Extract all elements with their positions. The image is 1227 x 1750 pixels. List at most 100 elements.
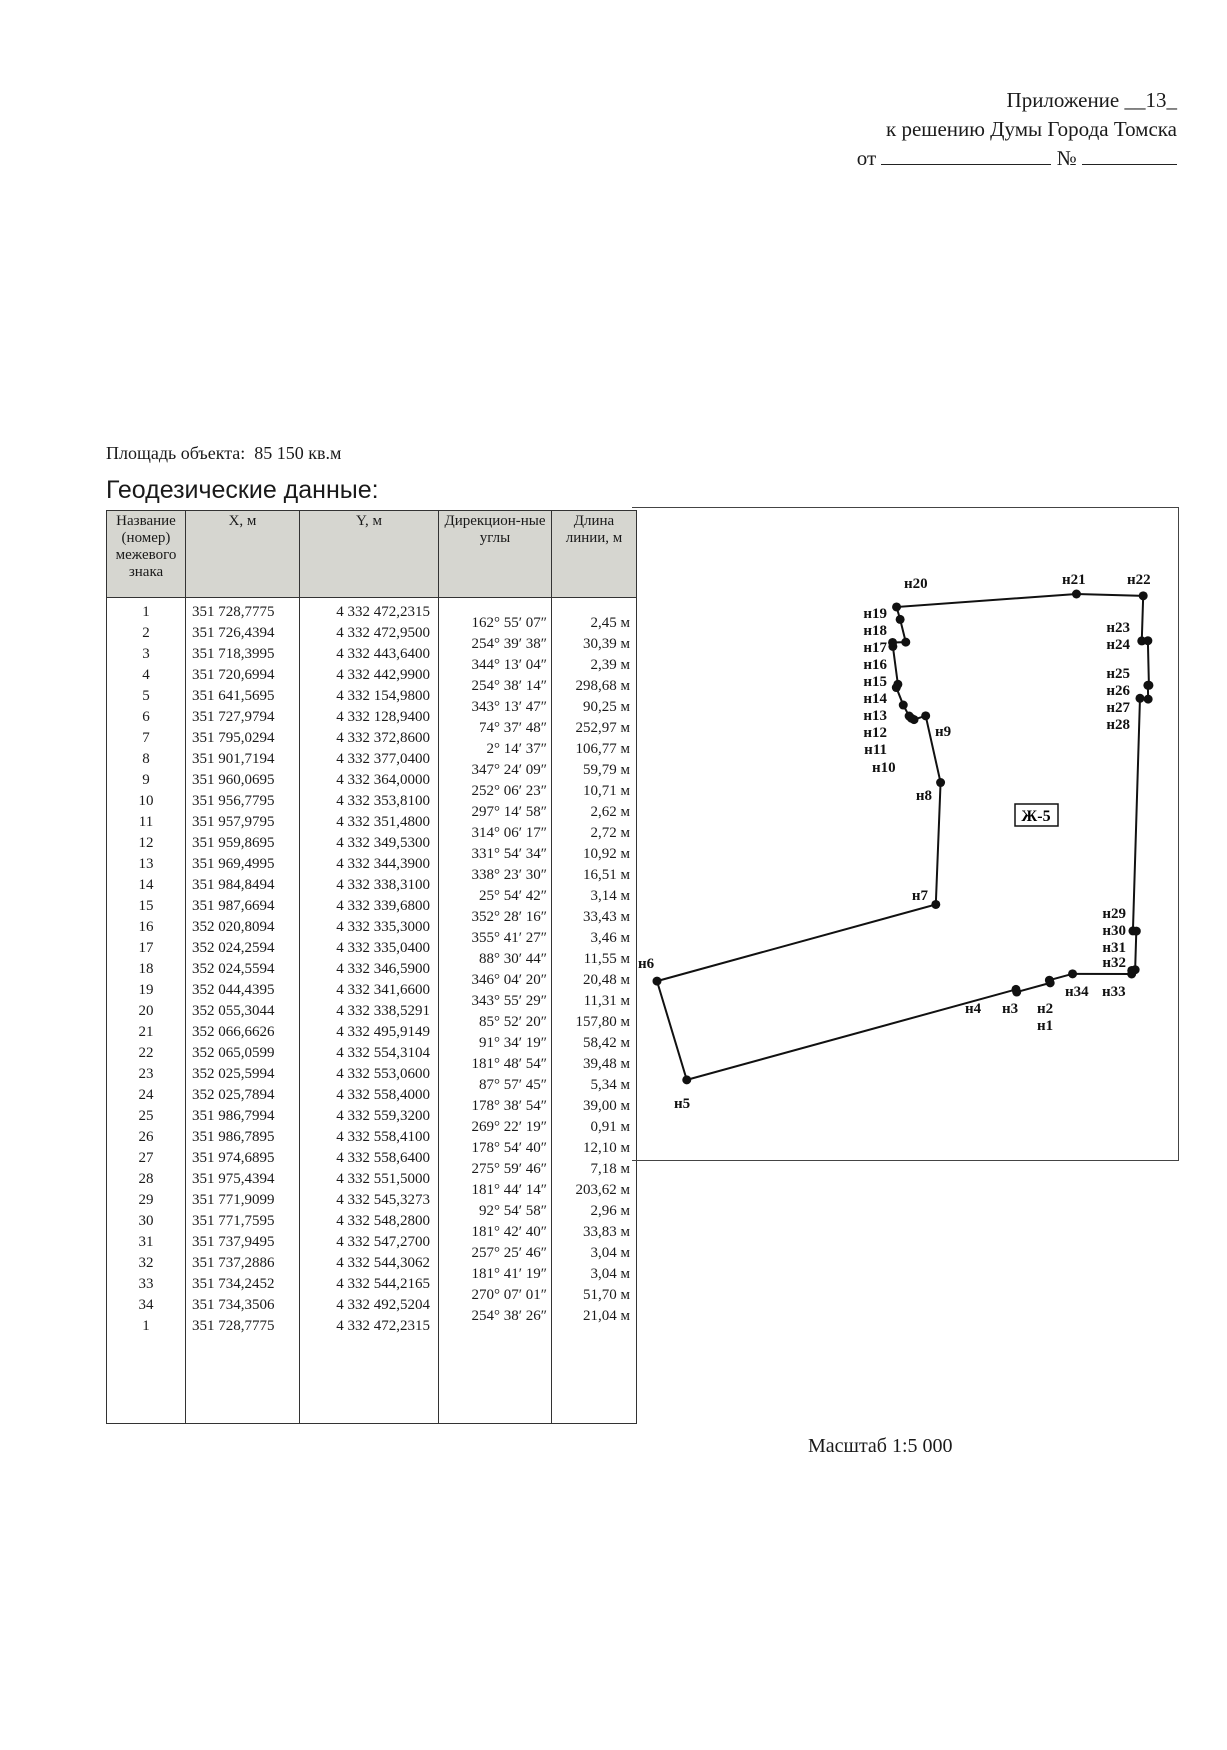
- boundary-point-marker: [1131, 926, 1141, 936]
- y-cell: 4 332 472,2315: [336, 604, 430, 620]
- boundary-point-label: н30: [1102, 923, 1126, 939]
- length-cell: 33,83 м: [583, 1224, 630, 1240]
- angle-cell: 87° 57′ 45″: [478, 1077, 547, 1093]
- point-name-cell: 22: [138, 1045, 154, 1061]
- appendix-number: __13_: [1124, 88, 1178, 112]
- length-cell: 10,92 м: [583, 846, 630, 862]
- length-cell: 2,96 м: [590, 1203, 631, 1219]
- angle-cell: 257° 25′ 46″: [471, 1245, 547, 1261]
- x-cell: 351 975,4394: [192, 1171, 275, 1187]
- point-name-cell: 18: [138, 961, 154, 977]
- boundary-point-label: н13: [863, 708, 887, 724]
- appendix-header: Приложение __13_ к решению Думы Города Т…: [857, 86, 1177, 173]
- x-cell: 351 718,3995: [192, 646, 275, 662]
- y-cell: 4 332 353,8100: [336, 793, 430, 809]
- header-point-name: Название (номер) межевого знака: [106, 510, 186, 598]
- x-cell: 351 974,6895: [192, 1150, 275, 1166]
- boundary-point-label: н29: [1102, 906, 1126, 922]
- angle-cell: 74° 37′ 48″: [478, 720, 547, 736]
- y-cell: 4 332 544,3062: [336, 1255, 430, 1271]
- x-cell: 351 720,6994: [192, 667, 275, 683]
- x-cell: 351 986,7994: [192, 1108, 275, 1124]
- x-cell: 351 969,4995: [192, 856, 275, 872]
- boundary-point-marker: [1127, 969, 1137, 979]
- length-cell: 298,68 м: [575, 678, 631, 694]
- x-cell: 351 959,8695: [192, 835, 275, 851]
- length-cell: 3,04 м: [590, 1266, 631, 1282]
- date-prefix: от: [856, 146, 877, 170]
- angle-cell: 181° 48′ 54″: [471, 1056, 547, 1072]
- header-angle: Дирекцион-ные углы: [438, 510, 552, 598]
- point-name-cell: 17: [138, 940, 154, 956]
- boundary-point-label: н7: [912, 888, 929, 904]
- header-length: Длина линии, м: [551, 510, 637, 598]
- angle-cell: 178° 54′ 40″: [471, 1140, 547, 1156]
- length-cell: 5,34 м: [590, 1077, 631, 1093]
- point-name-cell: 21: [138, 1024, 154, 1040]
- length-cell: 2,39 м: [590, 657, 631, 673]
- x-cell: 351 901,7194: [192, 751, 275, 767]
- length-cell: 3,46 м: [590, 930, 631, 946]
- boundary-point-label: н28: [1106, 717, 1130, 733]
- boundary-point-label: н15: [863, 674, 887, 690]
- length-cell: 11,31 м: [583, 993, 630, 1009]
- boundary-point-marker: [1143, 694, 1153, 704]
- x-cell: 351 795,0294: [192, 730, 275, 746]
- angle-cell: 88° 30′ 44″: [478, 951, 547, 967]
- boundary-point-label: н5: [674, 1096, 690, 1112]
- boundary-point-label: н11: [864, 742, 887, 758]
- y-cell: 4 332 554,3104: [336, 1045, 430, 1061]
- boundary-point-label: н33: [1102, 984, 1126, 1000]
- point-name-cell: 19: [138, 982, 154, 998]
- boundary-point-label: н10: [872, 760, 896, 776]
- y-cell: 4 332 335,3000: [336, 919, 430, 935]
- boundary-point-label: н27: [1106, 700, 1130, 716]
- boundary-point-label: н23: [1106, 620, 1130, 636]
- point-name-cell: 13: [138, 856, 154, 872]
- length-cell: 58,42 м: [583, 1035, 630, 1051]
- boundary-point-marker: [1071, 589, 1081, 599]
- angle-cell: 25° 54′ 42″: [478, 888, 547, 904]
- boundary-point-marker: [682, 1075, 692, 1085]
- angle-cell: 343° 55′ 29″: [471, 993, 547, 1009]
- angle-column: 162° 55′ 07″254° 39′ 38″344° 13′ 04″254°…: [439, 598, 551, 1423]
- point-name-cell: 29: [138, 1192, 154, 1208]
- length-cell: 3,14 м: [590, 888, 631, 904]
- y-cell: 4 332 553,0600: [336, 1066, 430, 1082]
- angle-cell: 178° 38′ 54″: [471, 1098, 547, 1114]
- point-name-cell: 7: [142, 730, 150, 746]
- angle-cell: 344° 13′ 04″: [471, 657, 547, 673]
- boundary-point-marker: [931, 899, 941, 909]
- y-cell: 4 332 558,4000: [336, 1087, 430, 1103]
- angle-cell: 346° 04′ 20″: [471, 972, 547, 988]
- length-cell: 39,00 м: [583, 1098, 630, 1114]
- point-name-cell: 34: [138, 1297, 154, 1313]
- boundary-point-marker: [921, 711, 931, 721]
- angle-cell: 352° 28′ 16″: [471, 909, 547, 925]
- angle-cell: 162° 55′ 07″: [471, 615, 547, 631]
- boundary-point-marker: [904, 711, 914, 721]
- x-cell: 351 728,7775: [192, 1318, 275, 1334]
- length-cell: 30,39 м: [583, 636, 630, 652]
- x-cell: 352 065,0599: [192, 1045, 275, 1061]
- point-name-cell: 10: [138, 793, 154, 809]
- boundary-point-label: н21: [1062, 572, 1086, 588]
- x-cell: 351 727,9794: [192, 709, 275, 725]
- angle-cell: 254° 39′ 38″: [471, 636, 547, 652]
- y-cell: 4 332 344,3900: [336, 856, 430, 872]
- boundary-point-label: н32: [1102, 955, 1126, 971]
- angle-cell: 252° 06′ 23″: [471, 783, 547, 799]
- boundary-point-label: н8: [916, 788, 932, 804]
- point-name-cell: 15: [138, 898, 154, 914]
- point-name-cell: 26: [138, 1129, 154, 1145]
- angle-cell: 92° 54′ 58″: [478, 1203, 547, 1219]
- x-cell: 351 956,7795: [192, 793, 275, 809]
- boundary-point-label: н18: [863, 623, 887, 639]
- point-name-cell: 33: [138, 1276, 154, 1292]
- angle-cell: 181° 42′ 40″: [471, 1224, 547, 1240]
- y-cell: 4 332 551,5000: [336, 1171, 430, 1187]
- boundary-point-label: н9: [935, 724, 951, 740]
- boundary-point-label: н3: [1002, 1001, 1018, 1017]
- length-cell: 106,77 м: [575, 741, 631, 757]
